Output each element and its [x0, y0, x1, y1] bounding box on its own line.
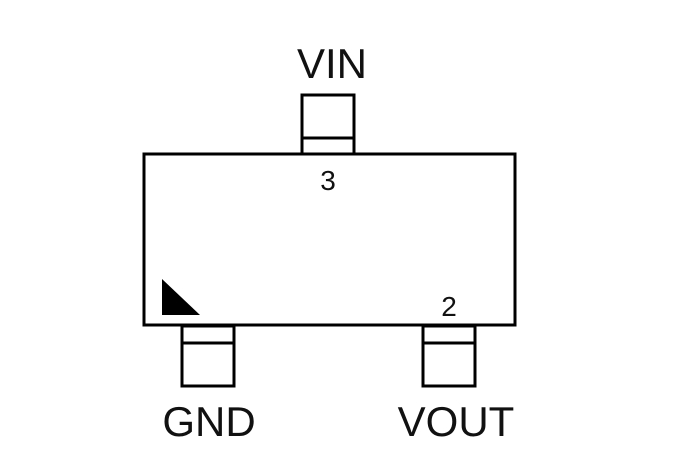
pin-vout-number: 2: [441, 291, 457, 322]
pin-gnd: [180, 324, 236, 388]
pin-vin-name: VIN: [297, 40, 367, 87]
triangle-marker-icon: [162, 279, 200, 315]
pin-vout: [421, 324, 477, 388]
pin-gnd-lead: [180, 324, 236, 388]
pin-vout-lead: [421, 324, 477, 388]
pin-vout-name: VOUT: [398, 398, 515, 445]
package-body: [142, 152, 517, 327]
pin-vin-number: 3: [320, 165, 336, 196]
pin-vin: [300, 93, 356, 156]
pin-vin-lead: [300, 93, 356, 156]
pin-gnd-name: GND: [162, 398, 255, 445]
